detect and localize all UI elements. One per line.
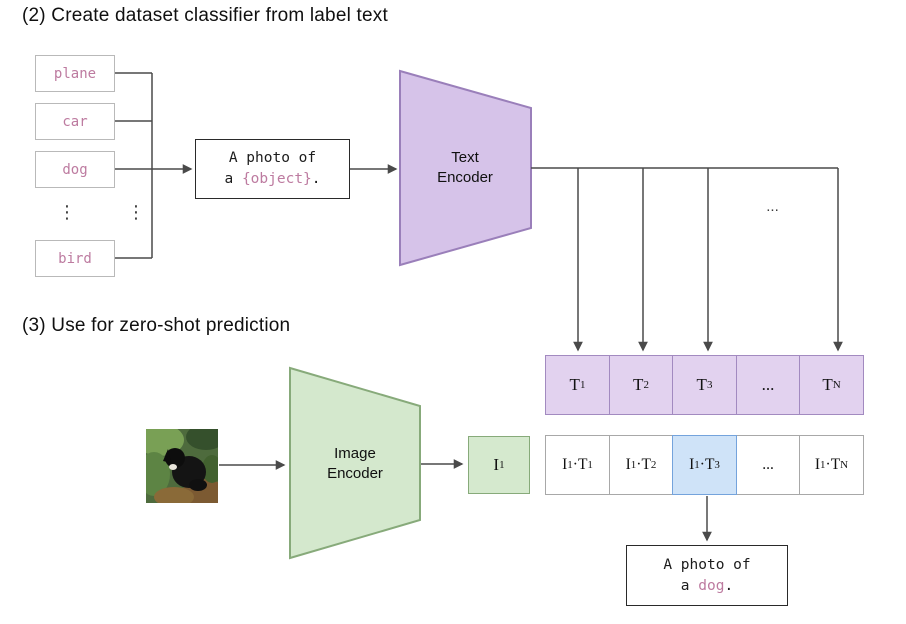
section3-title: (3) Use for zero-shot prediction — [22, 315, 291, 336]
class-label-plane-text: plane — [53, 65, 97, 82]
prompt-line2: a {object}. — [224, 171, 321, 187]
prompt-object-placeholder: {object} — [241, 171, 312, 187]
sim3-left: I — [689, 456, 695, 473]
prediction-box: A photo of a dog. — [626, 545, 788, 606]
i1-label: I — [493, 455, 500, 474]
dog-photo-art — [136, 424, 226, 507]
sim-dots: ... — [762, 456, 774, 473]
prediction-line1: A photo of — [663, 556, 751, 573]
class-label-plane: plane — [35, 55, 115, 92]
class-label-car: car — [35, 103, 115, 140]
tn-label: T — [822, 375, 833, 394]
t3-label: T — [696, 375, 707, 394]
similarity-cell-dots: ... — [735, 435, 801, 495]
prediction-object: dog — [698, 577, 725, 594]
sim1-left: I — [562, 456, 568, 473]
t-cell-dots: ... — [735, 355, 801, 415]
dog-photo-image — [136, 424, 226, 507]
section2-title: (2) Create dataset classifier from label… — [22, 5, 388, 26]
class-label-dog-text: dog — [62, 161, 88, 178]
prompt-line1: A photo of — [228, 150, 317, 166]
t2-label: T — [633, 375, 644, 394]
embedding-dots: ... — [766, 198, 779, 215]
bracket-ellipsis: ⋮ — [127, 202, 145, 223]
class-label-bird: bird — [35, 240, 115, 277]
image-encoder-shape — [289, 366, 421, 560]
class-label-bird-text: bird — [58, 250, 92, 267]
class-label-car-text: car — [62, 113, 88, 130]
sim2-left: I — [625, 456, 631, 473]
label-bracket-lines — [115, 72, 153, 259]
text-encoder-shape — [399, 69, 532, 267]
class-label-dog: dog — [35, 151, 115, 188]
label-list-ellipsis: ⋮ — [58, 202, 76, 223]
text-encoder-label: Text Encoder — [437, 149, 493, 186]
t1-label: T — [569, 375, 580, 394]
prediction-line2: a dog. — [680, 577, 734, 594]
image-encoder-label: Image Encoder — [327, 445, 383, 482]
prompt-template-box: A photo of a {object}. — [195, 139, 350, 199]
simn-left: I — [814, 456, 821, 473]
t-dots-label: ... — [761, 375, 775, 394]
